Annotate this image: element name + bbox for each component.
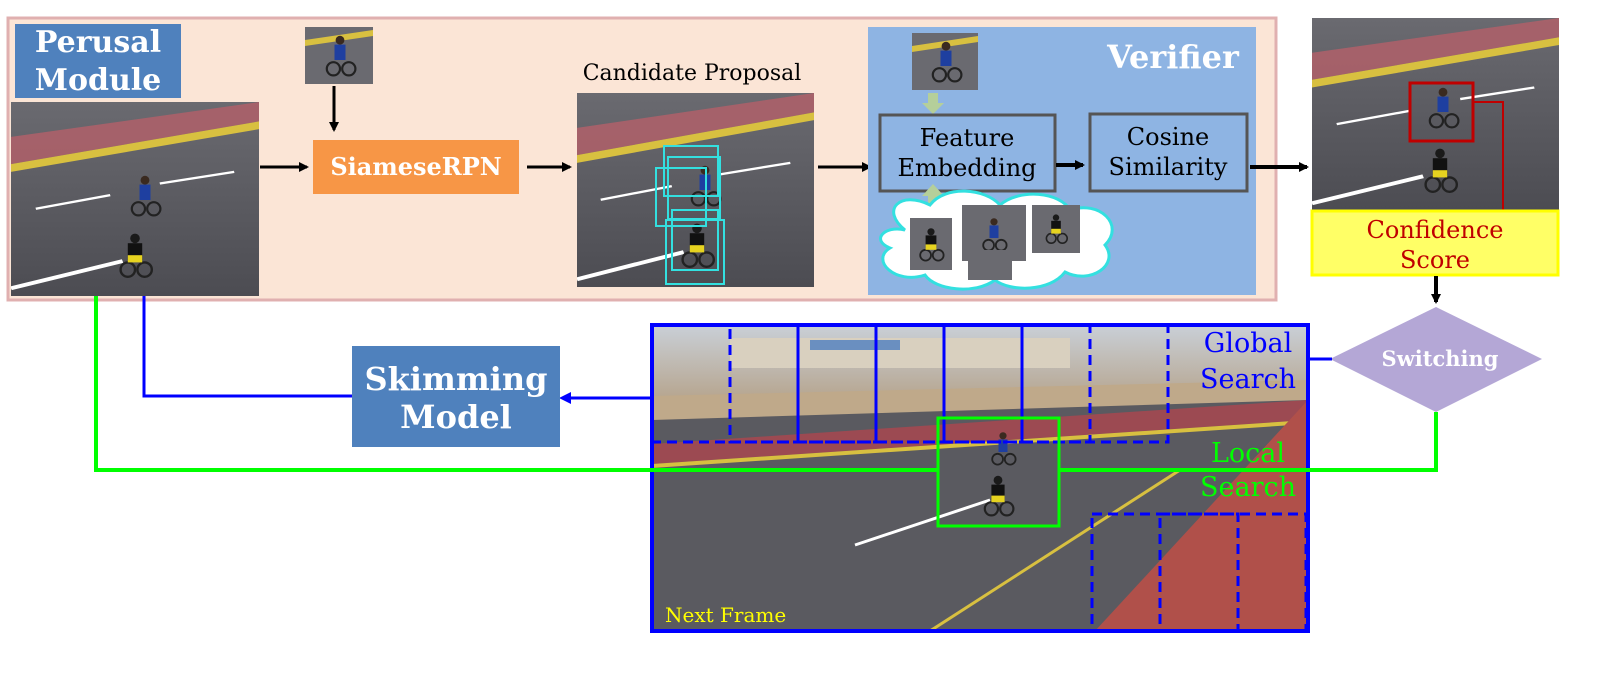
perusal-title-line1: Perusal <box>35 25 161 60</box>
skimming-line1: Skimming <box>365 360 548 398</box>
skimming-model-box <box>352 346 560 447</box>
template-embedding-arrowhead <box>922 103 944 114</box>
candidate-box <box>655 167 707 227</box>
output-frame-image <box>1312 18 1559 211</box>
verifier-template-image <box>912 33 978 90</box>
candidate-cloud <box>879 189 1114 291</box>
global-search-line1: Global <box>1204 328 1292 359</box>
candidate-embedding-arrow <box>928 190 938 208</box>
verifier-title: Verifier <box>1106 38 1240 76</box>
cosine-similarity-line2: Similarity <box>1109 153 1228 181</box>
perusal-to-skimming-line <box>142 296 352 398</box>
switching-diamond <box>1330 307 1542 412</box>
candidate-box <box>671 209 719 271</box>
candidate-proposal-label: Candidate Proposal <box>583 61 802 86</box>
candidate-box <box>665 219 725 285</box>
perusal-to-local-line <box>94 296 938 472</box>
cloud-patch <box>968 250 1012 280</box>
perusal-title-line2: Module <box>35 63 162 98</box>
candidate-box <box>663 145 719 197</box>
feature-embedding-line2: Embedding <box>897 154 1036 182</box>
template-patch-image <box>305 27 373 84</box>
candidate-boxes <box>655 145 725 285</box>
confidence-score-box <box>1310 209 1560 277</box>
local-search-line1: Local <box>1211 438 1285 469</box>
perusal-title-box <box>15 24 181 98</box>
candidate-embedding-arrowhead <box>922 184 944 196</box>
template-embedding-arrow <box>928 93 938 107</box>
siamese-rpn-box <box>313 140 519 194</box>
confidence-line1: Confidence <box>1367 216 1504 244</box>
next-frame-image <box>652 326 1308 633</box>
confidence-line2: Score <box>1400 246 1470 274</box>
current-frame-image <box>11 102 259 296</box>
cosine-similarity-line1: Cosine <box>1127 123 1209 151</box>
cosine-similarity-box <box>1088 112 1249 193</box>
next-frame-label: Next Frame <box>665 603 786 627</box>
siamese-rpn-label: SiameseRPN <box>330 152 501 181</box>
candidate-proposal-image <box>577 93 814 287</box>
feature-embedding-line1: Feature <box>920 124 1015 152</box>
target-box <box>1408 81 1475 143</box>
next-frame-border <box>650 323 1310 633</box>
local-to-switching-line <box>1059 412 1438 472</box>
skimming-line2: Model <box>400 398 512 436</box>
switching-label: Switching <box>1382 346 1499 371</box>
global-search-line2: Search <box>1200 364 1296 395</box>
feature-embedding-box <box>878 113 1057 193</box>
target-to-confidence-line <box>1473 101 1504 212</box>
local-search-line2: Search <box>1200 472 1296 503</box>
